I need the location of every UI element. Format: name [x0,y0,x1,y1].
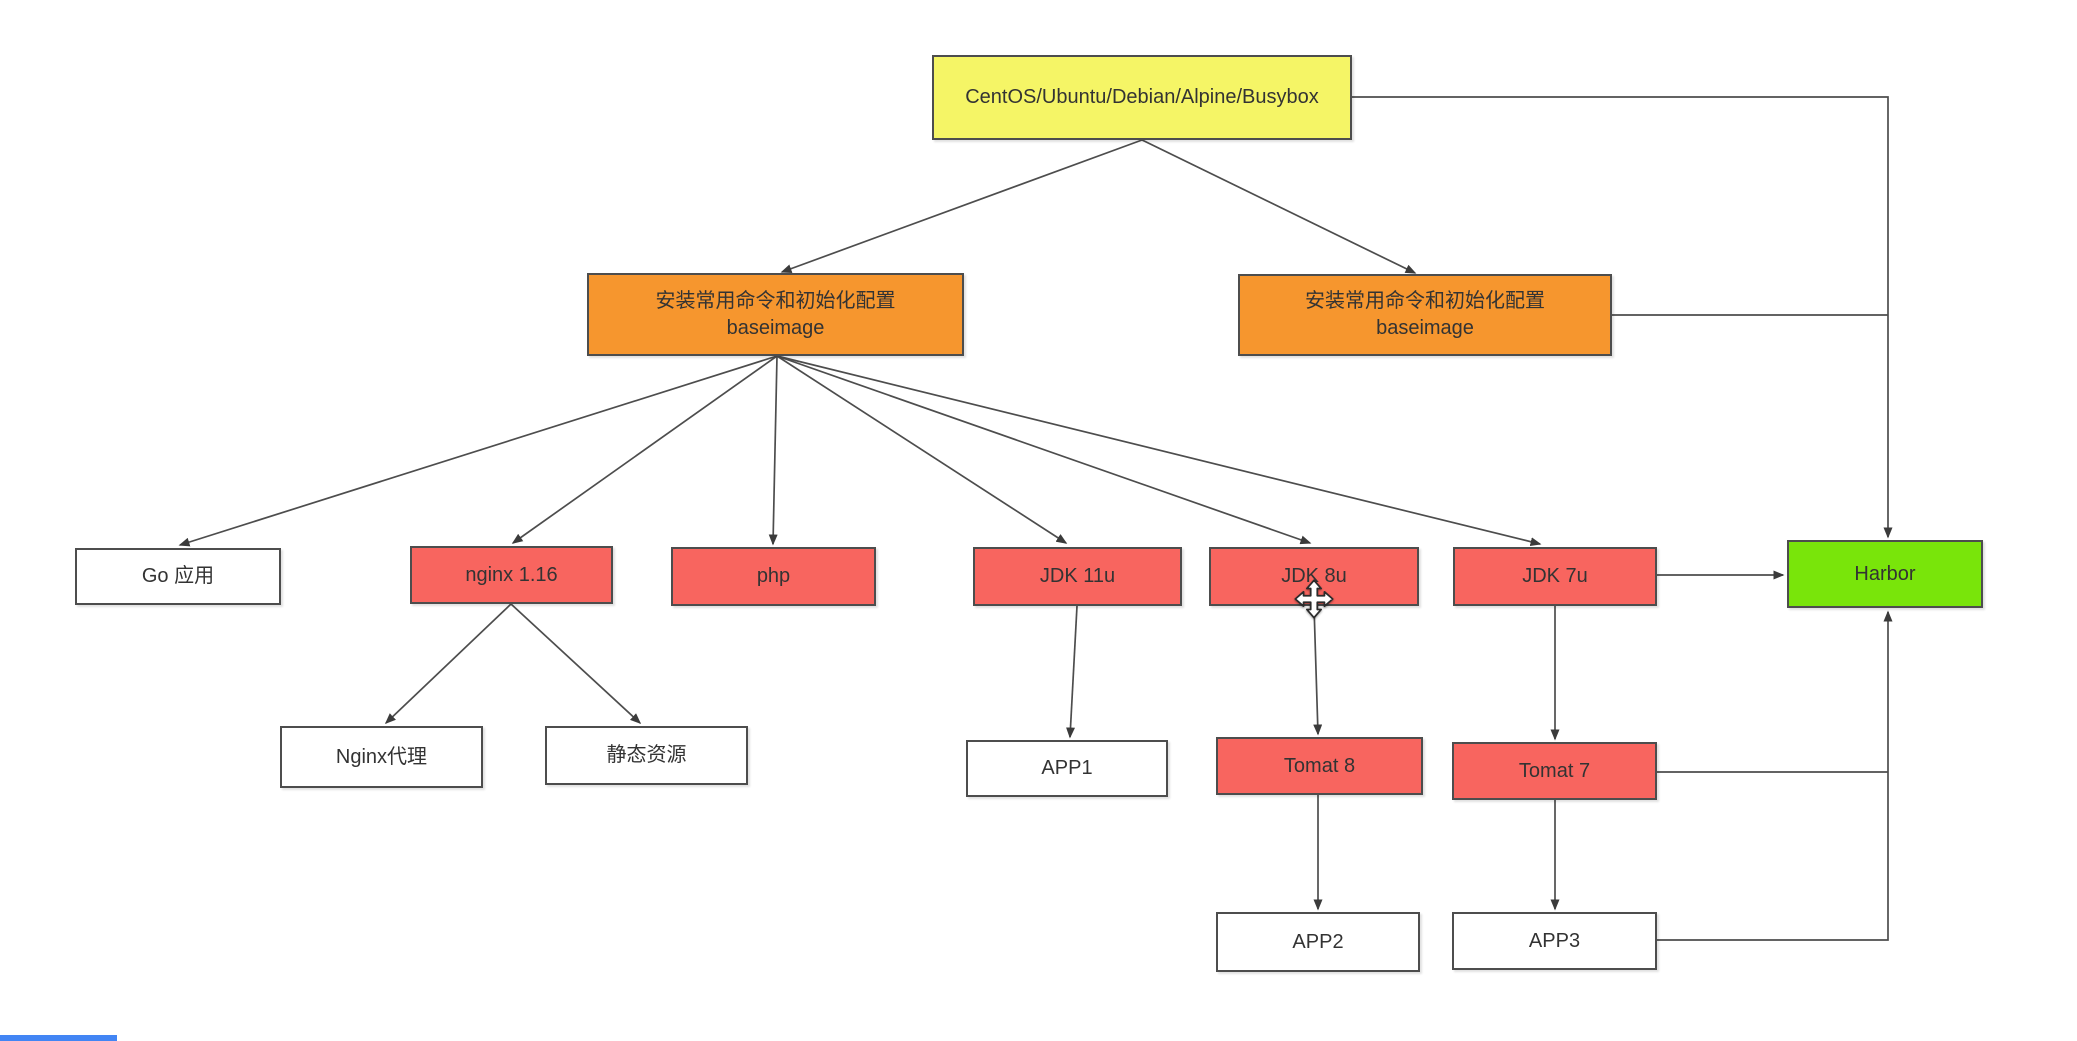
node-label: 静态资源 [606,744,687,766]
node-label: nginx 1.16 [465,563,558,586]
edge-baseimage-to-nginx [511,355,778,544]
node-nginx-116[interactable]: nginx 1.16 [410,546,613,604]
node-static-assets[interactable]: 静态资源 [545,726,748,785]
node-label: Tomat 8 [1283,754,1356,777]
node-label: Nginx代理 [335,745,428,768]
edge-nginx-to-proxy [384,603,512,725]
node-label: Go 应用 [141,565,215,587]
edge-app3-to-harbor-bottom [1657,610,1893,941]
node-app2[interactable]: APP2 [1216,912,1420,972]
node-label: 安装常用命令和初始化配置 [655,289,896,312]
node-app1[interactable]: APP1 [966,740,1168,797]
node-label: Harbor [1854,562,1916,585]
node-jdk-7u[interactable]: JDK 7u [1453,547,1657,606]
edge-os-to-baseimage-right [1141,139,1417,274]
node-label: CentOS/Ubuntu/Debian/Alpine/Busybox [965,86,1319,108]
move-cursor-icon [1294,579,1334,619]
node-label: baseimage [726,316,825,339]
node-label: APP2 [1292,930,1344,953]
node-nginx-proxy[interactable]: Nginx代理 [280,726,483,788]
node-tomat-7[interactable]: Tomat 7 [1452,742,1657,800]
node-label: 安装常用命令和初始化配置 [1305,290,1545,312]
node-harbor[interactable]: Harbor [1787,540,1983,608]
node-label: JDK 7u [1522,565,1588,587]
node-label: baseimage [1376,317,1474,339]
node-label: Tomat 7 [1518,759,1591,782]
edge-baseimage-to-php [768,355,778,546]
node-baseimage-left[interactable]: 安装常用命令和初始化配置 baseimage [587,273,964,356]
node-label: JDK 11u [1039,565,1116,587]
node-label: php [756,565,791,587]
edge-baseimage-to-jdk11 [776,355,1068,544]
edge-baseimage-to-jdk8 [776,355,1312,545]
edge-os-to-baseimage-left [780,139,1143,273]
node-label: JDK 8u [1281,565,1347,587]
video-progress-bar[interactable] [0,1035,117,1041]
edge-jdk11-to-app1 [1066,605,1078,739]
node-jdk-11u[interactable]: JDK 11u [973,547,1182,606]
edge-jdk8-to-tomat8 [1313,605,1323,736]
node-baseimage-right[interactable]: 安装常用命令和初始化配置 baseimage [1238,274,1612,356]
node-php[interactable]: php [671,547,876,606]
node-label: APP3 [1528,929,1581,952]
edge-nginx-to-static [510,603,642,725]
node-go-app[interactable]: Go 应用 [75,548,281,605]
node-app3[interactable]: APP3 [1452,912,1657,970]
edge-os-to-harbor-top [1352,96,1893,539]
node-label: APP1 [1041,757,1093,779]
node-tomat-8[interactable]: Tomat 8 [1216,737,1423,795]
edge-baseimage-to-jdk7 [776,355,1542,547]
edge-baseimage-to-go [178,355,778,547]
node-os-base[interactable]: CentOS/Ubuntu/Debian/Alpine/Busybox [932,55,1352,140]
